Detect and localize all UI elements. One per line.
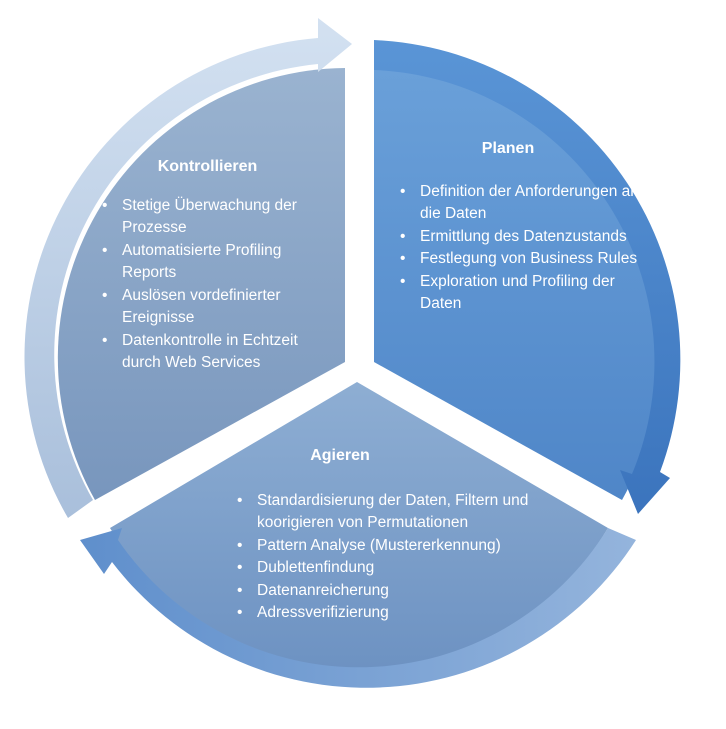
kontrollieren-arrow <box>24 18 352 518</box>
list-item: Auslösen vordefinierter Ereignisse <box>100 285 335 330</box>
kontrollieren-list: Stetige Überwachung der Prozesse Automat… <box>100 195 335 375</box>
list-item: Festlegung von Business Rules <box>398 248 658 271</box>
list-item: Dublettenfindung <box>235 557 595 580</box>
agieren-panel: Agieren Standardisierung der Daten, Filt… <box>235 445 595 625</box>
planen-panel: Planen Definition der Anforderungen an d… <box>398 138 658 316</box>
planen-arrow <box>374 40 681 514</box>
agieren-arrow <box>80 528 636 688</box>
list-item: Ermittlung des Datenzustands <box>398 226 658 249</box>
agieren-title: Agieren <box>310 447 370 464</box>
kontrollieren-panel: Kontrollieren Stetige Überwachung der Pr… <box>100 156 335 375</box>
planen-list: Definition der Anforderungen an die Date… <box>398 181 658 316</box>
list-item: Standardisierung der Daten, Filtern und … <box>235 490 595 535</box>
list-item: Stetige Überwachung der Prozesse <box>100 195 335 240</box>
list-item: Datenanreicherung <box>235 580 595 603</box>
planen-title: Planen <box>481 140 535 157</box>
list-item: Definition der Anforderungen an die Date… <box>398 181 658 226</box>
list-item: Adressverifizierung <box>235 602 595 625</box>
list-item: Pattern Analyse (Mustererkennung) <box>235 535 595 558</box>
list-item: Automatisierte Profiling Reports <box>100 240 335 285</box>
agieren-list: Standardisierung der Daten, Filtern und … <box>235 490 595 625</box>
list-item: Datenkontrolle in Echtzeit durch Web Ser… <box>100 330 335 375</box>
kontrollieren-title: Kontrollieren <box>157 158 258 175</box>
list-item: Exploration und Profiling der Daten <box>398 271 658 316</box>
